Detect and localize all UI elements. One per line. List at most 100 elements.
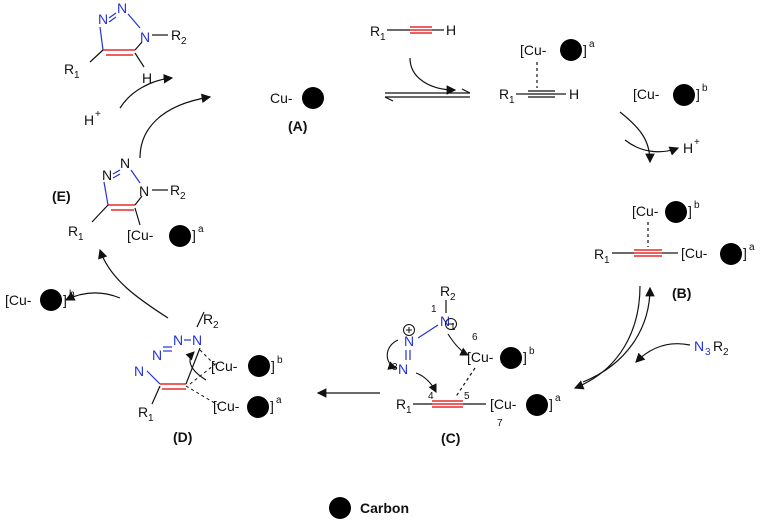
svg-text:[Cu-: [Cu- [632,203,659,219]
label-d: (D) [173,429,192,445]
svg-text:7: 7 [497,418,503,429]
svg-text:]: ] [523,349,527,365]
svg-text:N: N [440,313,450,329]
arrow-d-to-e [98,248,169,319]
svg-text:1: 1 [148,413,154,424]
label-e: (E) [52,188,71,204]
svg-text:R: R [203,311,213,327]
svg-text:[Cu-: [Cu- [490,396,517,412]
svg-text:a: a [555,393,561,404]
svg-text:1: 1 [431,304,437,315]
svg-text:b: b [277,355,283,366]
r-text: R [370,23,380,39]
svg-text:N: N [102,167,112,183]
equilibrium-arrows [384,88,471,102]
svg-text:H: H [569,86,579,102]
arrow-product-out [119,73,174,109]
svg-text:H: H [683,140,693,156]
svg-text:[Cu-: [Cu- [520,42,547,58]
species-a: Cu- (A) [270,87,324,134]
svg-text:R: R [68,223,78,239]
svg-text:1: 1 [604,255,610,266]
cu-b-reagent-top: [Cu- ] b [633,83,708,106]
svg-text:]: ] [271,358,275,374]
svg-text:b: b [702,83,708,94]
n3-r2: R [713,338,723,354]
svg-text:2: 2 [213,320,219,331]
svg-text:N: N [117,0,127,16]
label-a: (A) [288,118,307,134]
svg-text:a: a [276,395,282,406]
svg-text:]: ] [696,86,700,102]
svg-text:N: N [134,363,144,379]
svg-text:]: ] [743,245,747,261]
svg-text:]: ] [583,42,587,58]
triazole-product: N N N R 2 R 1 H [64,0,187,86]
arrow-cu-b-out [64,291,121,301]
svg-text:3: 3 [705,347,711,358]
arrow-to-b [619,111,655,164]
legend-label: Carbon [360,500,409,516]
pi-complex: [Cu- ] a R 1 H [499,39,595,106]
svg-text:]: ] [192,227,196,243]
svg-text:H: H [84,112,94,128]
svg-text:R: R [138,404,148,420]
svg-text:R: R [396,396,406,412]
svg-text:]: ] [270,398,274,414]
svg-text:1: 1 [509,95,515,106]
arrow-alkyne-in [409,57,457,95]
svg-text:5: 5 [464,391,470,402]
species-b: [Cu- ] b R 1 [Cu- ] a (B) [594,200,755,301]
svg-text:N: N [98,11,108,27]
species-e: N N N R 2 R 1 [Cu- ] a (E) [52,155,204,247]
svg-text:N: N [120,155,130,171]
arrow-azide-in [635,343,691,363]
legend-carbon-ball [329,497,351,519]
svg-text:1: 1 [380,32,386,43]
svg-text:]: ] [549,396,553,412]
svg-text:2: 2 [181,36,187,47]
svg-text:6: 6 [472,332,478,343]
svg-text:N: N [398,361,408,377]
svg-text:b: b [694,200,700,211]
svg-text:1: 1 [78,232,84,243]
svg-text:[Cu-: [Cu- [211,358,238,374]
alkyne-reactant: R 1 H [370,22,456,43]
svg-text:a: a [749,242,755,253]
svg-text:2: 2 [450,292,456,303]
svg-text:N: N [173,332,183,348]
carbon-ball [302,87,324,109]
svg-text:b: b [69,289,75,300]
svg-text:2: 2 [723,347,729,358]
cu-b-released: [Cu- ] b [5,289,75,311]
svg-text:R: R [440,283,450,299]
equilibrium-b-c [573,285,655,390]
svg-text:R: R [499,86,509,102]
species-d: R 2 N N N N R 1 [Cu- ] b [Cu- ] a (D) [134,311,283,445]
svg-text:b: b [529,346,535,357]
svg-text:N: N [139,183,149,199]
svg-text:[Cu-: [Cu- [681,245,708,261]
svg-text:[Cu-: [Cu- [5,292,32,308]
label-c: (C) [441,430,460,446]
arrow-h-out [624,139,680,156]
svg-text:4: 4 [428,391,434,402]
svg-text:[Cu-: [Cu- [127,227,154,243]
svg-text:1: 1 [406,405,412,416]
cu-text: Cu- [270,90,293,106]
svg-text:N: N [140,29,150,45]
arrow-e-to-a [139,93,212,159]
svg-text:R: R [64,61,74,77]
svg-text:+: + [694,137,700,148]
svg-text:2: 2 [180,191,186,202]
svg-text:N: N [192,332,202,348]
svg-text:+: + [95,109,101,120]
svg-text:H: H [142,70,152,86]
svg-text:[Cu-: [Cu- [633,86,660,102]
svg-text:1: 1 [74,70,80,81]
svg-text:a: a [198,224,204,235]
svg-text:[Cu-: [Cu- [467,349,494,365]
svg-text:R: R [171,27,181,43]
svg-text:N: N [694,338,704,354]
svg-text:[Cu-: [Cu- [213,398,240,414]
